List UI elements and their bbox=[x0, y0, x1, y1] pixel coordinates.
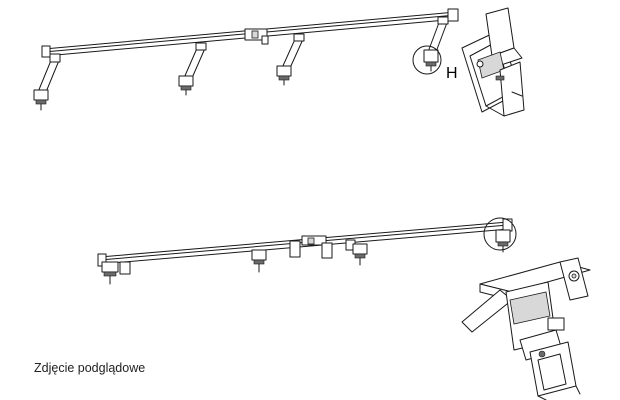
top-detail-enlargement bbox=[461, 7, 525, 117]
bottom-center-connector bbox=[289, 235, 356, 259]
top-arm-left bbox=[33, 53, 61, 111]
preview-caption: Zdjęcie podglądowe bbox=[34, 361, 146, 375]
bottom-rail-assembly bbox=[97, 217, 517, 285]
bottom-detail-circle bbox=[483, 217, 517, 251]
top-rail-assembly bbox=[33, 8, 459, 111]
bottom-detail-enlargement bbox=[461, 257, 591, 400]
top-arm-2 bbox=[178, 42, 207, 96]
top-center-connector bbox=[244, 28, 269, 45]
bottom-bracket-3 bbox=[352, 243, 368, 266]
bottom-bracket-left bbox=[101, 261, 131, 285]
top-arm-3 bbox=[276, 33, 305, 86]
top-detail-circle bbox=[412, 45, 442, 75]
bottom-bracket-2 bbox=[251, 249, 267, 273]
bottom-bracket-right bbox=[495, 229, 511, 253]
top-arm-right bbox=[423, 16, 449, 72]
detail-label-h: H bbox=[446, 65, 458, 82]
